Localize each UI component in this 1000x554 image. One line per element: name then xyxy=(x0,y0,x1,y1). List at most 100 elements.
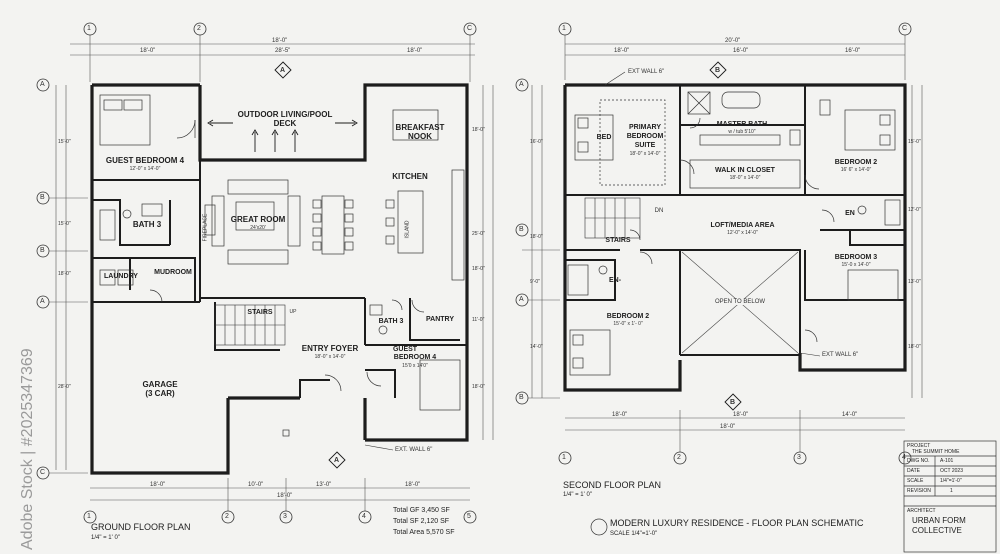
room-laundry: LAUNDRY xyxy=(104,273,138,280)
room-bedroom-2-dim: 16' 6" x 14'-0" xyxy=(840,167,872,173)
dim-s-right-2: 12'-0" xyxy=(908,207,921,213)
dim-s-top-b: 16'-0" xyxy=(733,48,749,54)
second-outer-walls xyxy=(563,83,907,392)
room-bath-3: BATH 3 xyxy=(132,220,162,229)
tb-project-value: THE SUMMIT HOME xyxy=(912,449,960,455)
dim-s-left-4: 14'-0" xyxy=(530,344,543,350)
room-bedroom-2: BEDROOM 2 xyxy=(834,159,878,166)
grid-label-g-top-1: 1 xyxy=(87,25,91,32)
dim-s-left-2: 18'-0" xyxy=(530,234,543,240)
dim-g-top-a: 18'-0" xyxy=(140,48,156,54)
dim-g-right-3: 18'-0" xyxy=(472,266,485,272)
dim-s-right-1: 15'-0" xyxy=(908,139,921,145)
room-walk-in-closet: WALK IN CLOSET xyxy=(715,167,775,174)
ground-arrows xyxy=(207,119,358,152)
room-walk-in-dim: 18'-0" x 14'-0" xyxy=(729,175,761,181)
grid-bubbles xyxy=(36,22,912,524)
tb-architect-line1: URBAN FORM xyxy=(912,516,966,525)
ground-doors xyxy=(149,119,425,392)
grid-label-s-top-c: C xyxy=(902,25,908,32)
ground-stairs xyxy=(214,304,286,346)
room-stairs-up: UP xyxy=(289,309,297,315)
grid-label-g-bot-1: 1 xyxy=(87,513,91,520)
room-primary-1: PRIMARY xyxy=(628,124,662,131)
room-primary-2: BEDROOM xyxy=(626,133,664,140)
room-bedroom-2b: BEDROOM 2 xyxy=(606,313,650,320)
dim-g-bot-d: 18'-0" xyxy=(405,482,421,488)
room-en-2: EN- xyxy=(608,277,622,284)
room-guest-b4b-dim: 15'0 x 14'0" xyxy=(402,363,428,369)
label-ext-wall-top: EXT WALL 6" xyxy=(628,69,665,75)
ground-floor-scale: 1/4" = 1' 0" xyxy=(91,535,120,541)
grid-label-s-bot-1: 1 xyxy=(562,454,566,461)
tb-scale-value: 1/4"=1'-0" xyxy=(940,478,962,484)
room-guest-b4b-2: BEDROOM 4 xyxy=(393,354,437,361)
grid-label-g-row-b: B xyxy=(40,194,45,201)
grid-label-g-row-a2: A xyxy=(40,298,45,305)
grid-label-s-row-a2: A xyxy=(519,296,524,303)
dim-g-right-2: 25'-0" xyxy=(472,231,485,237)
tb-dwg-label: DWG NO. xyxy=(907,458,930,464)
room-breakfast-nook: NOOK xyxy=(408,132,432,141)
tb-architect-label: ARCHITECT xyxy=(907,508,936,514)
dim-s-bot-c: 18'-0" xyxy=(720,424,736,430)
room-mudroom: MUDROOM xyxy=(154,269,192,276)
room-master-bath: MASTER BATH xyxy=(716,121,768,128)
tb-dwg-value: A-101 xyxy=(940,458,954,464)
leader-lines xyxy=(364,71,821,451)
dim-s-bot-d: 14'-0" xyxy=(842,412,858,418)
section-marker-b-bottom: B xyxy=(730,399,736,406)
dim-g-bot-c: 13'-0" xyxy=(316,482,332,488)
grid-label-g-top-c: C xyxy=(467,25,473,32)
dim-g-bot-total: 18'-0" xyxy=(277,493,293,499)
dim-g-left-2: 15'-0" xyxy=(58,221,71,227)
room-kitchen: KITCHEN xyxy=(392,172,428,181)
grid-label-s-row-b2: B xyxy=(519,394,524,401)
room-guest-b4b-1: GUEST xyxy=(392,346,418,353)
room-master-bath-dim: w / tub 5'10" xyxy=(728,129,756,135)
room-fireplace: FIREPLACE xyxy=(202,213,209,242)
room-bath-3b: BATH 3 xyxy=(378,318,404,325)
room-bedroom-2b-dim: 15'-0" x 1'- 0" xyxy=(613,321,643,327)
second-dimension-lines xyxy=(522,35,923,452)
room-stairs-ground: STAIRS xyxy=(247,309,273,316)
second-floor-title: SECOND FLOOR PLAN xyxy=(563,480,662,490)
grid-label-g-bot-4: 4 xyxy=(362,513,366,520)
tb-date-value: OCT 2023 xyxy=(940,468,963,474)
ground-floor-title: GROUND FLOOR PLAN xyxy=(91,522,191,532)
dim-s-left-1: 16'-0" xyxy=(530,139,543,145)
tb-scale-label: SCALE xyxy=(907,478,924,484)
dim-s-right-4: 18'-0" xyxy=(908,344,921,350)
room-garage-cars: (3 CAR) xyxy=(145,389,175,398)
second-inner-walls xyxy=(564,85,905,390)
total-gf: Total GF 3,450 SF xyxy=(393,507,450,514)
room-bedroom-3: BEDROOM 3 xyxy=(834,254,878,261)
dim-g-right-1: 18'-0" xyxy=(472,127,485,133)
tb-date-label: DATE xyxy=(907,468,920,474)
second-doors xyxy=(629,117,835,343)
stock-watermark-text: Adobe Stock | #2025347369 xyxy=(19,348,36,550)
room-great-room: GREAT ROOM xyxy=(230,215,286,224)
second-stairs xyxy=(584,197,641,239)
dim-g-top-total: 18'-0" xyxy=(272,38,288,44)
dim-g-bot-a: 18'-0" xyxy=(150,482,166,488)
grid-label-s-bot-2: 2 xyxy=(677,454,681,461)
ground-floor-plan xyxy=(48,35,494,512)
room-bed: BED xyxy=(596,134,612,141)
grid-label-g-bot-3: 3 xyxy=(283,513,287,520)
main-sheet-title: MODERN LUXURY RESIDENCE - FLOOR PLAN SCH… xyxy=(610,518,864,528)
section-marker-b-top: B xyxy=(715,67,721,74)
room-guest-bedroom-4-dim: 12'-0" x 14'-0" xyxy=(129,166,161,172)
label-ext-wall-right: EXT WALL 6" xyxy=(822,352,859,358)
room-open-to-below: OPEN TO BELOW xyxy=(705,299,775,305)
ground-dimension-lines xyxy=(48,35,494,512)
room-dn: DN xyxy=(654,208,664,214)
room-en-1: EN xyxy=(845,210,855,217)
grid-label-g-bot-2: 2 xyxy=(225,513,229,520)
grid-label-g-row-c: C xyxy=(40,469,46,476)
ground-outer-walls xyxy=(90,83,469,475)
second-floor-scale: 1/4" = 1' 0" xyxy=(563,492,592,498)
room-guest-bedroom-4: GUEST BEDROOM 4 xyxy=(105,156,185,165)
room-loft-dim: 12'-0" x 14'-0" xyxy=(727,230,758,236)
tb-revision-label: REVISION xyxy=(907,488,931,494)
